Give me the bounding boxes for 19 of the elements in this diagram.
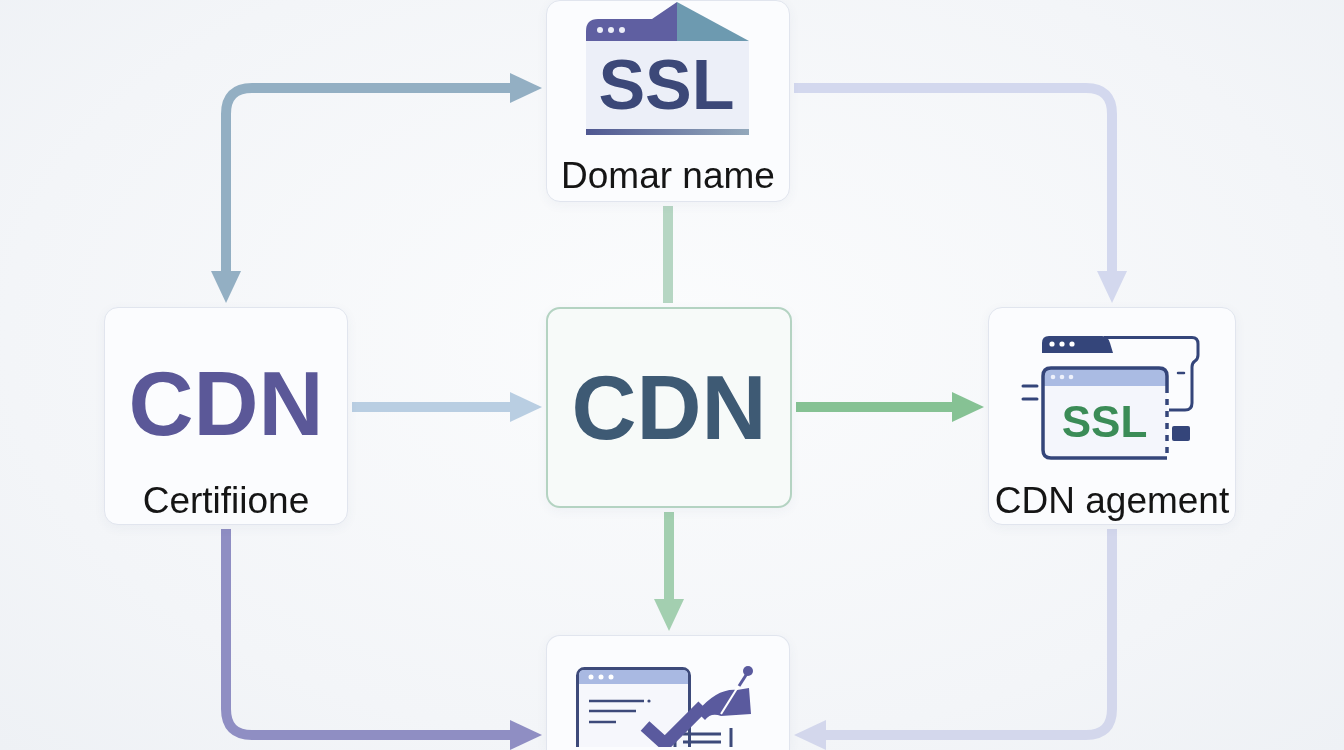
arrow [654,512,684,631]
node-label: Certifiione [142,479,310,523]
node-card [988,307,1236,525]
node-card [546,635,790,750]
arrow [796,392,984,422]
arrow [352,392,542,422]
window-label: SSL [1061,404,1148,440]
arrow [794,529,1117,750]
node-title: CDN [128,359,324,449]
node-card [104,307,348,525]
arrow [221,529,542,750]
node-label: Domar name [561,154,775,198]
arrow [794,83,1127,303]
node-title: CDN [571,362,767,453]
node-label: CDN agement [994,479,1230,523]
node-card [546,0,790,202]
node-card [546,307,792,508]
window-label: SSL [598,57,735,113]
arrow [211,73,542,303]
